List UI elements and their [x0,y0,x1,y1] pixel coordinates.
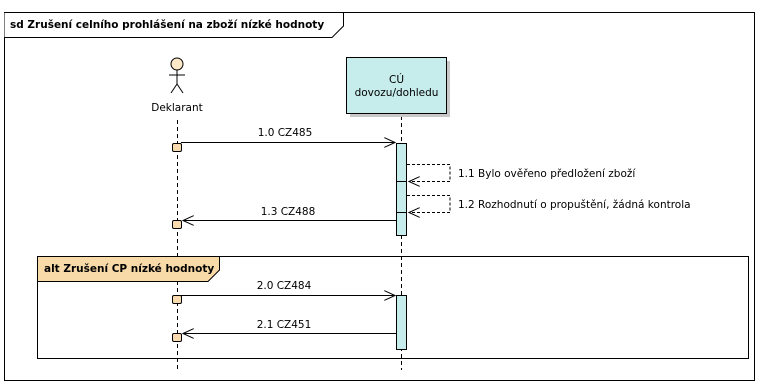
message-2-1-label: 2.1 CZ451 [257,319,312,331]
frame-title-tab [4,12,344,38]
message-1-3-label: 1.3 CZ488 [261,206,316,218]
activation-bar-2[interactable] [396,295,407,350]
message-1-0-label: 1.0 CZ485 [258,127,313,139]
alt-fragment-tab [37,256,220,282]
cu-lifeline-label-2: dovozu/dohledu [355,87,439,99]
message-2-1-marker [172,333,182,342]
cu-lifeline-label-1: CÚ [389,73,404,86]
actor-leg-left [170,83,178,94]
message-1-1-arrow[interactable] [407,164,451,182]
message-1-0-marker [172,143,182,152]
frame-title: sd Zrušení celního prohlášení na zboží n… [10,19,324,31]
message-1-2-arrow[interactable] [407,195,451,213]
cu-lifeline-box[interactable] [346,57,447,114]
diagram-frame [4,12,755,381]
actor-leg-right [176,83,184,94]
message-1-1-label: 1.1 Bylo ověřeno předložení zboží [458,168,636,180]
actor-deklarant[interactable] [169,57,185,94]
alt-fragment-label: alt Zrušení CP nízké hodnoty [44,263,214,275]
message-1-3-marker [172,220,182,229]
actor-label: Deklarant [151,102,203,114]
activation-bar-1[interactable] [396,143,407,236]
message-1-2-label: 1.2 Rozhodnutí o propuštění, žádná kontr… [458,199,691,211]
message-2-0-marker [172,295,182,304]
actor-head [170,57,184,71]
message-2-0-label: 2.0 CZ484 [257,280,312,292]
alt-fragment[interactable] [37,256,749,359]
